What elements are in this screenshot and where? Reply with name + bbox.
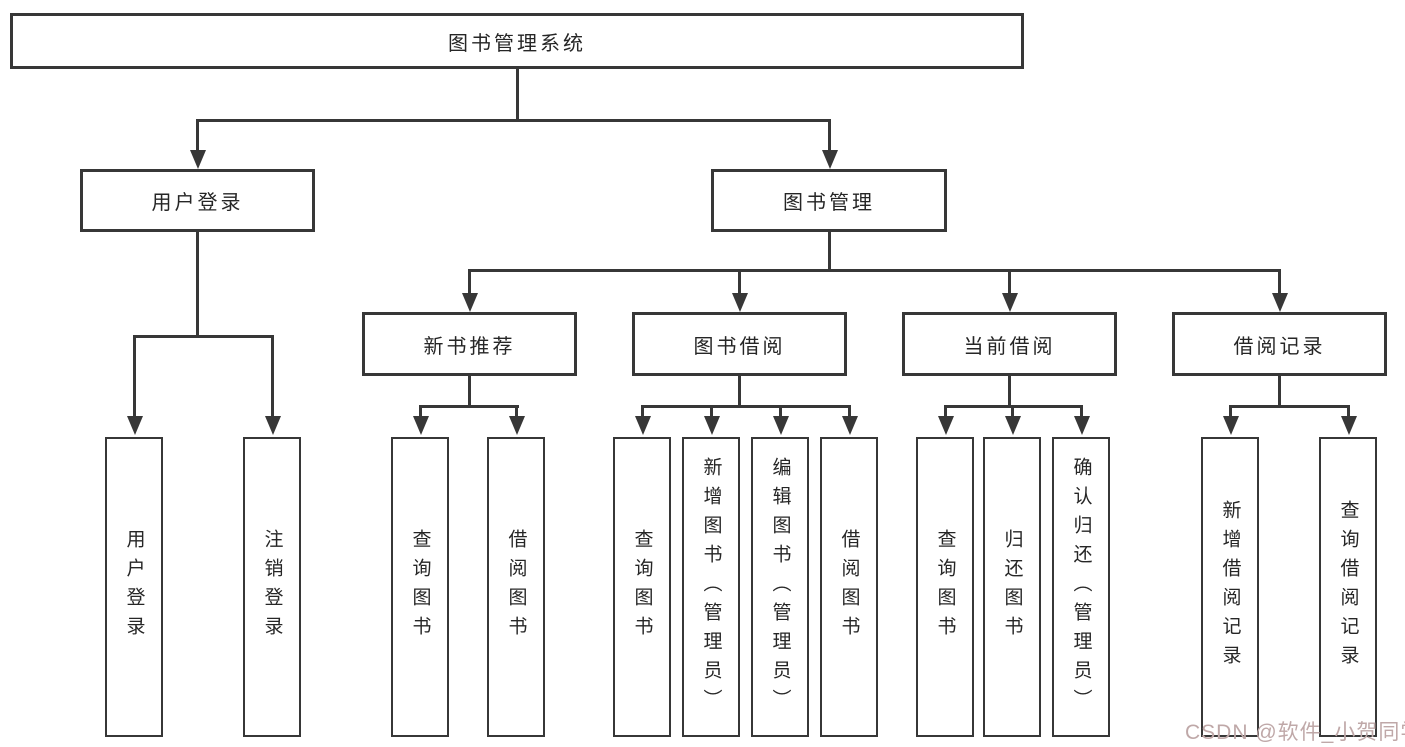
connector-user-login-rail [133,335,274,338]
connector-borrowing-stem [738,376,741,407]
leaf-add-borrow-record-label: 新增借阅记录 [1219,500,1241,674]
arrowhead-c3 [1074,416,1090,435]
connector-book-mgmt-stem [828,232,831,271]
arrowhead-current [1002,293,1018,312]
arrowhead-recommend [462,293,478,312]
arrowhead-c2 [1005,416,1021,435]
connector-drop-d2 [1347,405,1350,417]
node-current-borrowing: 当前借阅 [902,312,1117,376]
arrowhead-r2 [509,416,525,435]
arrowhead-b4 [842,416,858,435]
connector-user-login-stem [196,232,199,336]
node-new-book-recommend: 新书推荐 [362,312,577,376]
leaf-borrow-books: 借阅图书 [820,437,878,737]
leaf-add-borrow-record: 新增借阅记录 [1201,437,1259,737]
leaf-borrow-books-label: 借阅图书 [838,529,860,645]
connector-drop-c2 [1011,405,1014,417]
connector-drop-b4 [848,405,851,417]
leaf-query-borrow-record: 查询借阅记录 [1319,437,1377,737]
connector-drop-d1 [1229,405,1232,417]
connector-drop-leaf-login [133,335,136,416]
leaf-add-books-admin-label: 新增图书（管理员） [700,456,722,718]
connector-drop-current [1008,269,1011,295]
leaf-confirm-return-admin-label: 确认归还（管理员） [1070,456,1092,718]
connector-current-stem [1008,376,1011,407]
leaf-confirm-return-admin: 确认归还（管理员） [1052,437,1110,737]
arrowhead-d2 [1341,416,1357,435]
connector-drop-user-login [196,119,199,151]
arrowhead-user-login [190,150,206,169]
arrowhead-records [1272,293,1288,312]
connector-book-mgmt-rail [468,269,1281,272]
connector-drop-recommend [468,269,471,295]
leaf-logout: 注销登录 [243,437,301,737]
connector-root-stem [516,69,519,120]
arrowhead-r1 [413,416,429,435]
leaf-query-books-current-label: 查询图书 [934,529,956,645]
connector-drop-leaf-logout [271,335,274,416]
node-book-borrowing: 图书借阅 [632,312,847,376]
leaf-query-books-borrowing-label: 查询图书 [631,529,653,645]
connector-records-stem [1278,376,1281,407]
leaf-logout-label: 注销登录 [261,529,283,645]
connector-drop-records [1278,269,1281,295]
leaf-return-books-label: 归还图书 [1001,529,1023,645]
leaf-query-books-borrowing: 查询图书 [613,437,671,737]
connector-borrowing-rail [641,405,850,408]
leaf-user-login-label: 用户登录 [123,529,145,645]
connector-drop-c3 [1080,405,1083,417]
leaf-add-books-admin: 新增图书（管理员） [682,437,740,737]
leaf-query-books-recommend: 查询图书 [391,437,449,737]
arrowhead-c1 [938,416,954,435]
connector-drop-b2 [710,405,713,417]
connector-drop-c1 [944,405,947,417]
leaf-edit-books-admin-label: 编辑图书（管理员） [769,456,791,718]
leaf-borrow-books-recommend-label: 借阅图书 [505,529,527,645]
node-book-management: 图书管理 [711,169,947,232]
arrowhead-b1 [635,416,651,435]
leaf-return-books: 归还图书 [983,437,1041,737]
node-user-login: 用户登录 [80,169,315,232]
leaf-query-books-current: 查询图书 [916,437,974,737]
connector-recommend-rail [419,405,519,408]
connector-drop-borrowing [738,269,741,295]
connector-drop-book-mgmt [828,119,831,151]
connector-recommend-stem [468,376,471,407]
connector-records-rail [1229,405,1350,408]
leaf-edit-books-admin: 编辑图书（管理员） [751,437,809,737]
csdn-watermark: CSDN @软件_小贺同学 [1185,721,1405,744]
arrowhead-b3 [773,416,789,435]
leaf-query-borrow-record-label: 查询借阅记录 [1337,500,1359,674]
leaf-query-books-recommend-label: 查询图书 [409,529,431,645]
connector-drop-b1 [641,405,644,417]
node-root-library-system: 图书管理系统 [10,13,1024,69]
connector-root-rail [196,119,831,122]
arrowhead-book-mgmt [822,150,838,169]
leaf-borrow-books-recommend: 借阅图书 [487,437,545,737]
arrowhead-leaf-logout [265,416,281,435]
node-borrowing-records: 借阅记录 [1172,312,1387,376]
connector-drop-b3 [779,405,782,417]
connector-drop-r2 [515,405,518,417]
arrowhead-leaf-login [127,416,143,435]
leaf-user-login: 用户登录 [105,437,163,737]
arrowhead-b2 [704,416,720,435]
connector-drop-r1 [419,405,422,417]
arrowhead-borrowing [732,293,748,312]
arrowhead-d1 [1223,416,1239,435]
